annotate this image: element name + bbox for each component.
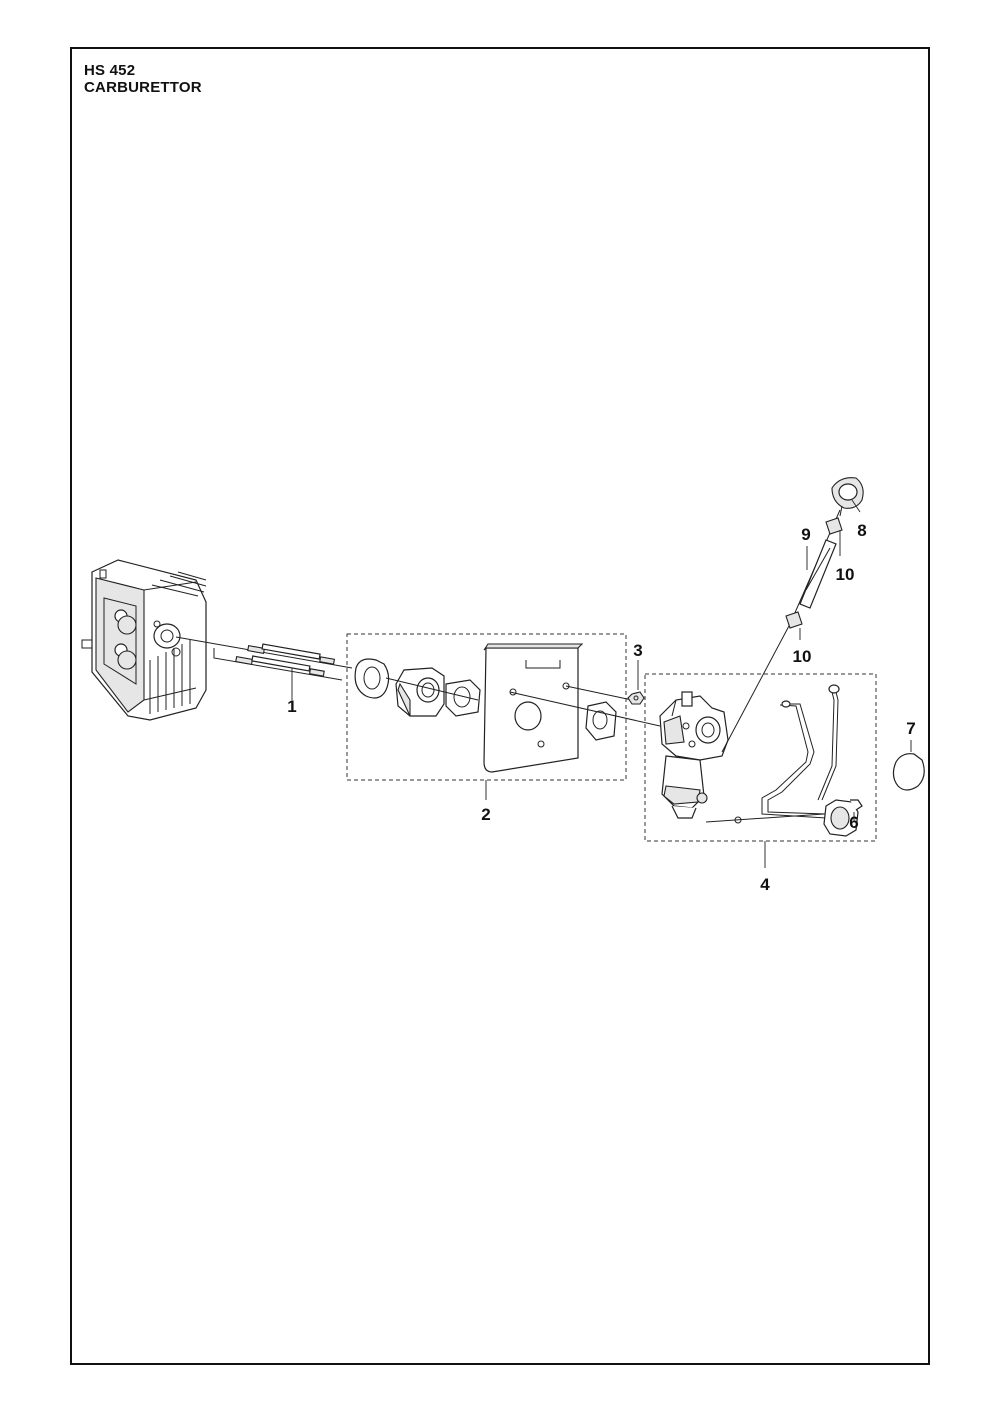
callout-7: 7 <box>906 719 915 738</box>
intake-gasket-illustration <box>354 658 390 699</box>
group-box-4 <box>644 673 877 842</box>
callout-2: 2 <box>481 805 490 824</box>
linkage-rod-illustration <box>761 684 840 819</box>
callout-1: 1 <box>287 697 296 716</box>
callout-8: 8 <box>857 521 866 540</box>
model-title: HS 452 <box>84 62 136 79</box>
cylinder-head-illustration <box>81 559 207 721</box>
callout-3: 3 <box>633 641 642 660</box>
carburettor-illustration <box>659 691 729 819</box>
callout-10-upper: 10 <box>836 565 855 584</box>
section-title: CARBURETTOR <box>84 79 202 96</box>
callout-9: 9 <box>801 525 810 544</box>
carb-gasket-illustration <box>585 701 617 741</box>
heat-shield-illustration <box>483 643 584 773</box>
fuel-solenoid-illustration <box>823 799 863 837</box>
callout-4: 4 <box>760 875 770 894</box>
stud-illustration <box>175 636 353 700</box>
flange-gasket-illustration <box>445 679 481 717</box>
fuel-line-illustration <box>721 477 864 753</box>
callout-10-lower: 10 <box>793 647 812 666</box>
insulator-illustration <box>395 667 445 717</box>
page-border <box>70 47 930 1365</box>
nut-illustration <box>627 660 645 705</box>
gasket-7-illustration <box>892 740 925 791</box>
group-box-2 <box>346 633 627 781</box>
callout-6: 6 <box>849 813 858 832</box>
